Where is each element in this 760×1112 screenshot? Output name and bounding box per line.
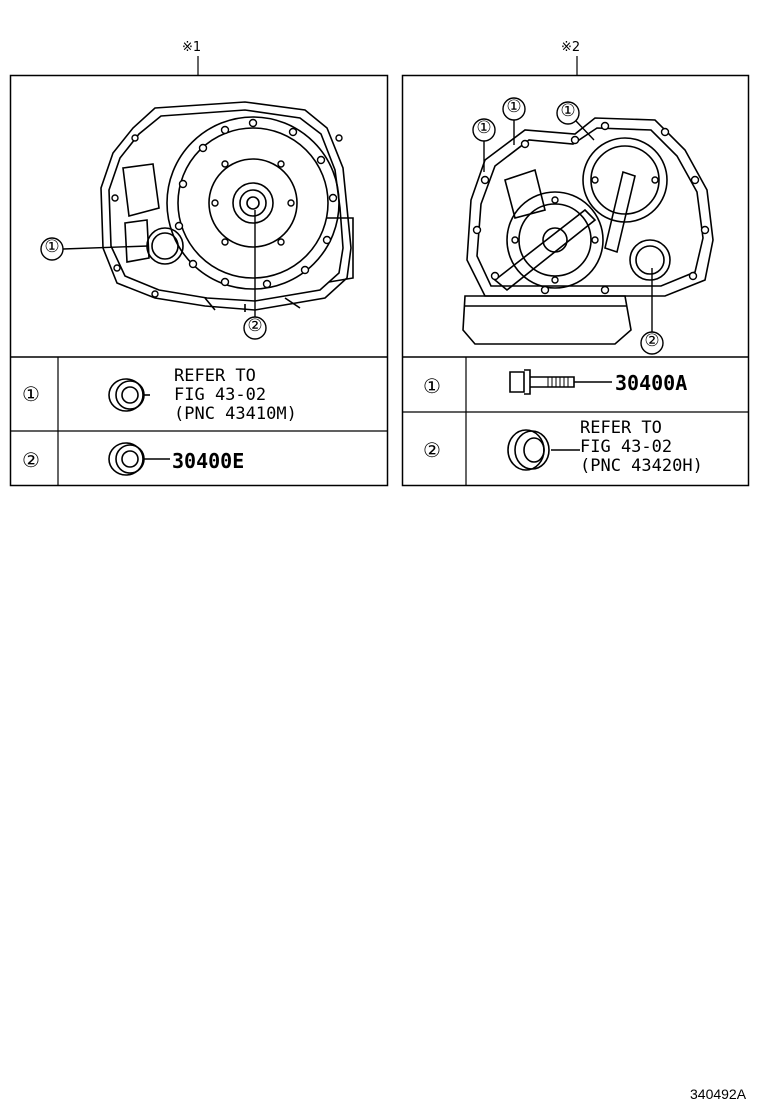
oil-seal-icon — [108, 378, 150, 412]
ref-line-2: FIG 43-02 — [174, 385, 267, 405]
ref-line-1: REFER TO — [580, 418, 662, 438]
panel-2-callout-lines — [472, 97, 664, 355]
bolt-icon — [509, 369, 612, 395]
ref-line-3: (PNC 43410M) — [174, 404, 297, 424]
oil-seal-icon — [507, 429, 580, 471]
transmission-rear-view — [462, 117, 714, 345]
panel-2-callout-2: ② — [644, 331, 660, 351]
panel-2-row-1-number: ① — [423, 374, 441, 398]
figure-id: 340492A — [690, 1086, 747, 1102]
panel-1-mark: ※1 — [182, 40, 202, 55]
panel-1-callout-lines — [40, 210, 267, 340]
part-number-30400A: 30400A — [615, 371, 688, 395]
panel-2-callout-1a: ① — [476, 118, 492, 138]
oil-seal-icon — [108, 442, 170, 476]
ref-line-1: REFER TO — [174, 366, 256, 386]
transmission-front-view — [100, 101, 354, 312]
ref-line-3: (PNC 43420H) — [580, 456, 703, 476]
panel-2-callout-1c: ① — [560, 101, 576, 121]
panel-2-row-2-number: ② — [423, 438, 441, 462]
panel-2-callout-1b: ① — [506, 97, 522, 117]
part-number-30400E: 30400E — [172, 449, 245, 473]
ref-line-2: FIG 43-02 — [580, 437, 673, 457]
panel-2-mark: ※2 — [561, 40, 581, 55]
panel-1-callout-1: ① — [44, 237, 60, 257]
panel-1-row-1-number: ① — [22, 382, 40, 406]
panel-1-row-2-number: ② — [22, 448, 40, 472]
panel-1-callout-2: ② — [247, 316, 263, 336]
